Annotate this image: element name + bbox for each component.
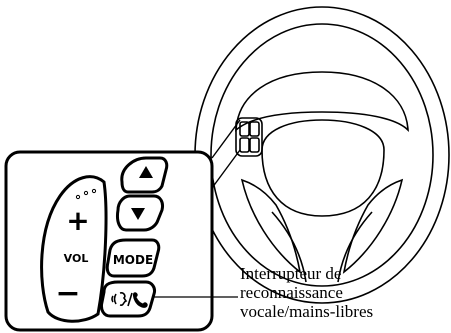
triangle-down-icon — [131, 208, 145, 220]
seek-down-button[interactable] — [116, 194, 164, 232]
callout-line-1: Interrupteur de — [240, 264, 342, 283]
voice-phone-icon — [111, 292, 148, 308]
callout-label: Interrupteur de reconnaissance vocale/ma… — [240, 264, 450, 321]
callout-line-3: vocale/mains-libres — [240, 302, 374, 321]
switch-panel-zoom: + VOL − MODE — [4, 150, 214, 332]
voice-handsfree-button[interactable] — [100, 280, 156, 318]
mode-label: MODE — [113, 253, 153, 267]
seek-up-button[interactable] — [120, 156, 169, 194]
volume-up-label: + — [66, 204, 89, 237]
dots-icon — [75, 188, 97, 200]
steering-wheel — [194, 6, 450, 304]
callout-line-2: reconnaissance — [240, 283, 343, 302]
zoom-connector — [211, 119, 241, 189]
mode-button[interactable]: MODE — [105, 238, 161, 278]
triangle-up-icon — [139, 166, 153, 178]
volume-down-label: − — [55, 276, 80, 311]
volume-rocker[interactable]: + VOL − — [40, 175, 108, 323]
volume-label: VOL — [64, 252, 89, 265]
